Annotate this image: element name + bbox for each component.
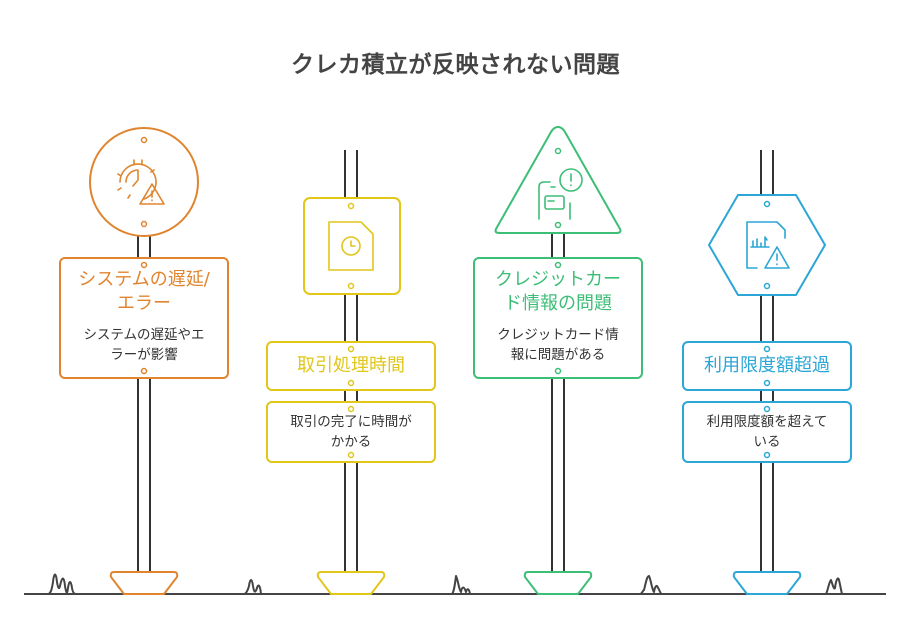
sign-description-line: 利用限度額を超えて (706, 414, 828, 430)
label-panel (473, 257, 643, 379)
label-panel (59, 257, 229, 379)
sign-label-line: 利用限度額超過 (704, 355, 830, 376)
sign-description-line: ラーが影響 (110, 347, 178, 363)
label-panel (682, 341, 852, 391)
mount-dot (347, 405, 355, 413)
sign-label: 取引処理時間 (267, 342, 435, 390)
sign-triangle (494, 125, 622, 234)
grass-tuft (47, 573, 77, 595)
sign-description: 取引の完了に時間がかかる (267, 402, 435, 462)
document-clock-icon (328, 221, 374, 271)
signpost-system (59, 127, 229, 595)
ground (24, 573, 886, 595)
description-panel (682, 401, 852, 463)
post-base (316, 571, 386, 595)
grass-tuft (639, 575, 663, 595)
sign-description-line: いる (753, 434, 781, 450)
gear-clock-warning-icon (117, 159, 165, 205)
sign-hexagon (708, 194, 826, 296)
post-base (109, 571, 179, 595)
mount-dot (763, 405, 771, 413)
mount-dot (140, 220, 148, 228)
mount-dot (347, 379, 355, 387)
signpost-card-info (473, 125, 643, 595)
grass-tuft (825, 577, 843, 595)
sign-label-line: 取引処理時間 (297, 355, 405, 376)
sign-circle (89, 127, 199, 237)
mount-dot (763, 200, 771, 208)
mount-dot (554, 221, 562, 229)
sign-description: システムの遅延やエラーが影響 (60, 322, 228, 368)
sign-label: システムの遅延/エラー (78, 269, 210, 314)
sign-description-line: システムの遅延やエ (83, 327, 205, 343)
mount-dot (347, 451, 355, 459)
sign-description-line: クレジットカード情 (497, 327, 619, 343)
signpost-limit (682, 150, 852, 595)
diagram-title: クレカ積立が反映されない問題 (291, 52, 620, 78)
post-base (523, 571, 593, 595)
mount-dot (763, 379, 771, 387)
mount-dot (140, 367, 148, 375)
mount-dot (347, 282, 355, 290)
sign-label: クレジットカード情報の問題 (495, 269, 621, 314)
mount-dot (554, 147, 562, 155)
mount-dot (140, 261, 148, 269)
mount-dot (763, 282, 771, 290)
mount-dot (347, 202, 355, 210)
sign-label: 利用限度額超過 (683, 342, 851, 390)
chart-document-warning-icon (746, 221, 790, 269)
sign-description: 利用限度額を超えている (683, 402, 851, 462)
sign-description-line: 報に問題がある (510, 347, 606, 363)
post-base (732, 571, 802, 595)
mount-dot (347, 345, 355, 353)
sign-description-line: 取引の完了に時間が (290, 414, 412, 430)
sign-description-line: かかる (330, 434, 372, 450)
mount-dot (140, 136, 148, 144)
sign-description: クレジットカード情報に問題がある (474, 322, 642, 368)
mount-dot (554, 367, 562, 375)
signpost-transaction (266, 150, 436, 595)
grass-tuft (451, 575, 471, 595)
card-document-alert-icon (538, 168, 583, 220)
mount-dot (554, 261, 562, 269)
mount-dot (763, 345, 771, 353)
mount-dot (763, 451, 771, 459)
description-panel (266, 401, 436, 463)
grass-tuft (243, 579, 262, 595)
label-panel (266, 341, 436, 391)
